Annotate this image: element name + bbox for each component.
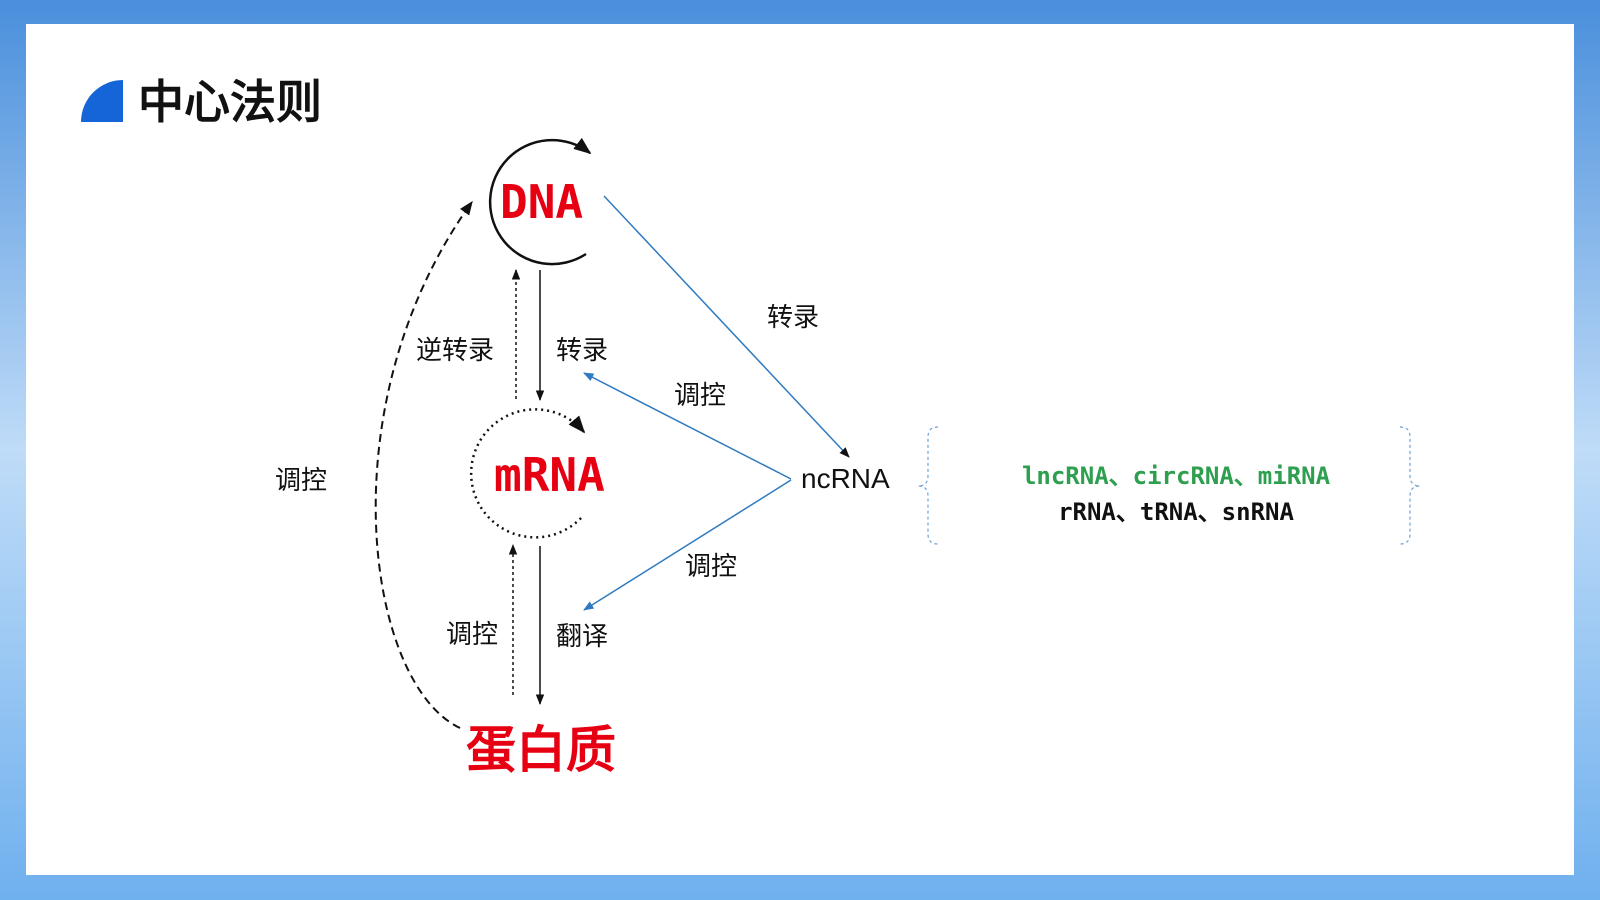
ncrna-regulation-lower-label: 调控 <box>685 552 738 582</box>
quarter-circle-icon <box>81 80 123 122</box>
central-dogma-diagram <box>374 137 1421 729</box>
dna-replication-arrow <box>488 137 592 266</box>
ncrna-node: ncRNA <box>801 463 890 494</box>
ncrna-types-list: lncRNA、circRNA、miRNA rRNA、tRNA、snRNA <box>956 458 1396 530</box>
translation-label: 翻译 <box>556 622 609 652</box>
transcription-label: 转录 <box>556 336 609 366</box>
ncrna-transcription-regulation-arrow <box>583 372 792 480</box>
protein-dna-regulation-arrow <box>374 200 473 729</box>
left-brace <box>917 426 939 545</box>
mrna-node: mRNA <box>494 448 605 502</box>
protein-mrna-regulation-label: 调控 <box>446 620 499 650</box>
reverse-transcription-label: 逆转录 <box>416 336 495 366</box>
slide-canvas: 中心法则 <box>26 24 1574 875</box>
dna-node: DNA <box>500 175 584 229</box>
ncrna-transcription-label: 转录 <box>767 303 820 333</box>
ncrna-translation-regulation-arrow <box>583 479 792 611</box>
protein-dna-regulation-label: 调控 <box>275 466 328 496</box>
ncrna-types-line-1: lncRNA、circRNA、miRNA <box>1021 462 1331 490</box>
dna-ncrna-transcription-arrow <box>603 195 850 458</box>
ncrna-types-line-2: rRNA、tRNA、snRNA <box>1058 498 1294 526</box>
page-title: 中心法则 <box>138 75 322 129</box>
ncrna-regulation-upper-label: 调控 <box>674 381 727 411</box>
protein-node: 蛋白质 <box>466 721 616 779</box>
right-brace <box>1399 426 1421 545</box>
